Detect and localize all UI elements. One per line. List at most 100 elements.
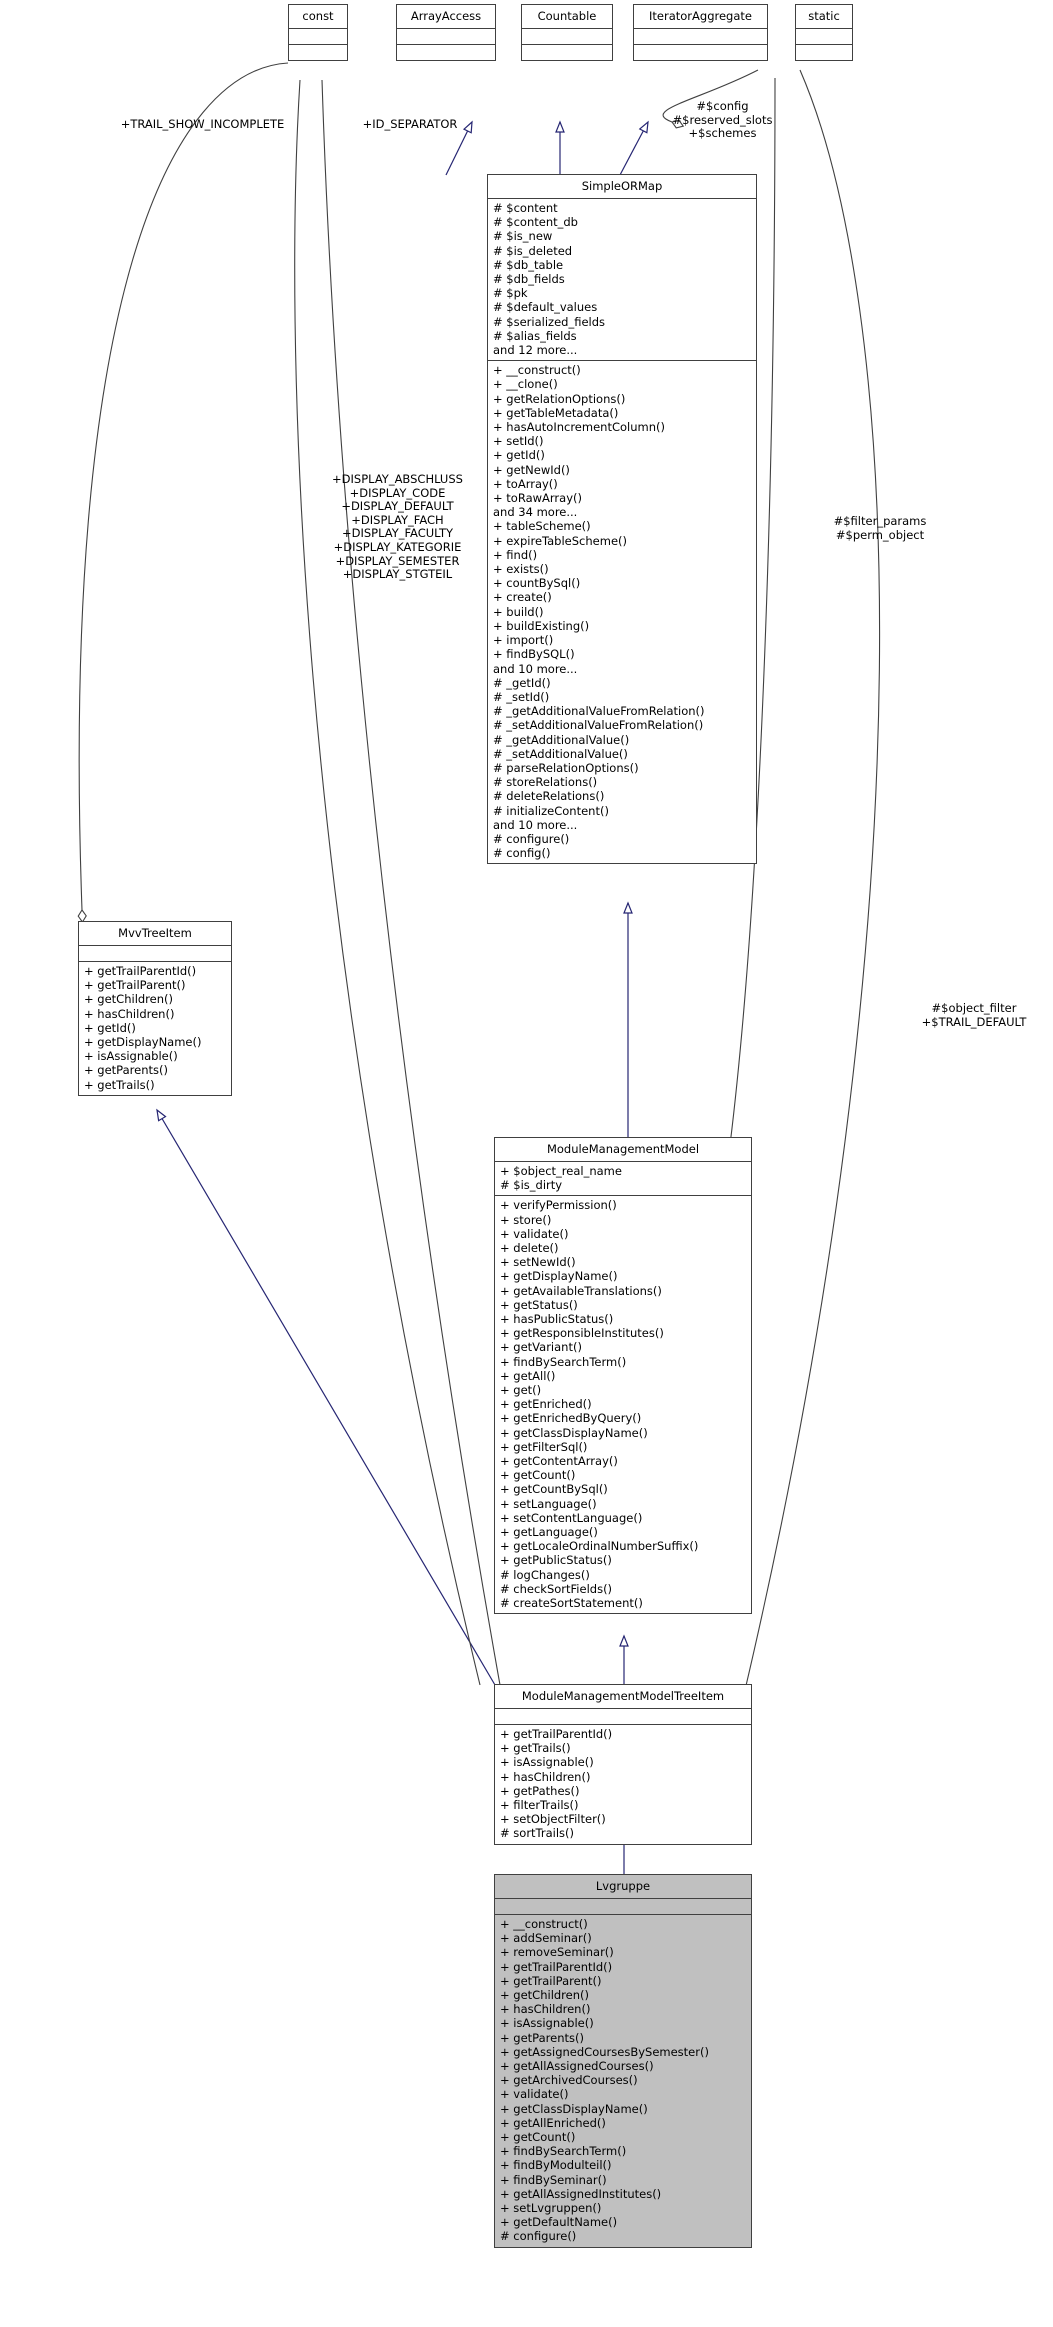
method-row: + getTrailParent() bbox=[500, 1973, 602, 1988]
method-row: + getTrails() bbox=[500, 1741, 571, 1756]
class-name-arrayaccess: ArrayAccess bbox=[397, 5, 495, 29]
method-row: + getId() bbox=[493, 448, 545, 463]
method-row: # _getId() bbox=[493, 675, 551, 690]
method-row: + findBySQL() bbox=[493, 647, 575, 662]
class-name-simpleormap: SimpleORMap bbox=[488, 175, 756, 199]
method-row: + setLanguage() bbox=[500, 1496, 597, 1511]
class-methods-iteratoraggregate bbox=[634, 45, 767, 60]
attribute-row-more: and 12 more... bbox=[493, 343, 578, 358]
method-row: + getTrailParentId() bbox=[500, 1959, 613, 1974]
method-row: + getChildren() bbox=[84, 992, 173, 1007]
method-row: + getParents() bbox=[84, 1063, 168, 1078]
method-row: + getCount() bbox=[500, 2130, 576, 2145]
class-name-modulemanagementmodeltreeitem: ModuleManagementModelTreeItem bbox=[495, 1685, 751, 1709]
method-row: + __construct() bbox=[500, 1917, 588, 1931]
method-row: + setObjectFilter() bbox=[500, 1812, 606, 1827]
method-row: # checkSortFields() bbox=[500, 1581, 613, 1596]
method-row: + store() bbox=[500, 1212, 552, 1227]
method-row: + getParents() bbox=[500, 2030, 584, 2045]
class-box-modulemanagementmodel[interactable]: ModuleManagementModel + $object_real_nam… bbox=[494, 1137, 752, 1615]
attribute-row: # $alias_fields bbox=[493, 328, 577, 343]
edge-label-object-filter: #$object_filter +$TRAIL_DEFAULT bbox=[921, 1001, 1027, 1029]
edge-label-display-constants: +DISPLAY_ABSCHLUSS +DISPLAY_CODE +DISPLA… bbox=[332, 472, 463, 582]
method-row: + getContentArray() bbox=[500, 1454, 618, 1469]
method-row: + exists() bbox=[493, 562, 549, 577]
method-row: # config() bbox=[493, 846, 551, 861]
method-row: + getAll() bbox=[500, 1368, 556, 1383]
class-attributes-simpleormap: # $content # $content_db # $is_new # $is… bbox=[488, 199, 756, 362]
class-name-iteratoraggregate: IteratorAggregate bbox=[634, 5, 767, 29]
class-box-simpleormap[interactable]: SimpleORMap # $content # $content_db # $… bbox=[487, 174, 757, 865]
method-row: # deleteRelations() bbox=[493, 789, 605, 804]
method-row: + tableScheme() bbox=[493, 519, 591, 534]
method-row: + getTrailParentId() bbox=[500, 1727, 613, 1741]
class-box-lvgruppe[interactable]: Lvgruppe + __construct() + addSeminar() … bbox=[494, 1874, 752, 2248]
class-box-arrayaccess[interactable]: ArrayAccess bbox=[396, 4, 496, 61]
class-methods-static bbox=[796, 45, 852, 60]
method-row: + getPublicStatus() bbox=[500, 1553, 612, 1568]
method-row: # _setAdditionalValueFromRelation() bbox=[493, 718, 704, 733]
method-row: + setNewId() bbox=[500, 1255, 576, 1270]
method-row: + getId() bbox=[84, 1020, 136, 1035]
method-row: # createSortStatement() bbox=[500, 1596, 643, 1611]
class-box-const[interactable]: const bbox=[288, 4, 348, 61]
method-row: + getTableMetadata() bbox=[493, 405, 619, 420]
method-row: # parseRelationOptions() bbox=[493, 760, 639, 775]
method-row-more: and 34 more... bbox=[493, 505, 578, 520]
class-methods-modulemanagementmodel: + verifyPermission() + store() + validat… bbox=[495, 1196, 751, 1613]
method-row: + toRawArray() bbox=[493, 491, 582, 506]
method-row: + getAllAssignedCourses() bbox=[500, 2059, 654, 2074]
method-row: + getDisplayName() bbox=[500, 1269, 618, 1284]
class-box-iteratoraggregate[interactable]: IteratorAggregate bbox=[633, 4, 768, 61]
attribute-row: + $object_real_name bbox=[500, 1164, 622, 1178]
method-row: + findByModulteil() bbox=[500, 2158, 612, 2173]
method-row: # _setId() bbox=[493, 689, 550, 704]
method-row: + findBySeminar() bbox=[500, 2172, 607, 2187]
method-row: + __clone() bbox=[493, 377, 558, 392]
method-row: + validate() bbox=[500, 1226, 569, 1241]
attribute-row: # $content bbox=[493, 201, 558, 215]
class-box-countable[interactable]: Countable bbox=[521, 4, 613, 61]
class-box-modulemanagementmodeltreeitem[interactable]: ModuleManagementModelTreeItem + getTrail… bbox=[494, 1684, 752, 1845]
edge-label-filter-params: #$filter_params #$perm_object bbox=[833, 514, 927, 542]
method-row: + getArchivedCourses() bbox=[500, 2073, 638, 2088]
method-row: + getNewId() bbox=[493, 462, 570, 477]
attribute-row: # $content_db bbox=[493, 215, 578, 230]
method-row: + getResponsibleInstitutes() bbox=[500, 1326, 664, 1341]
class-attributes-static bbox=[796, 29, 852, 45]
method-row: # logChanges() bbox=[500, 1567, 590, 1582]
method-row: + isAssignable() bbox=[500, 2016, 594, 2031]
method-row: + findBySearchTerm() bbox=[500, 2144, 627, 2159]
attribute-row: # $serialized_fields bbox=[493, 314, 606, 329]
method-row-more: and 10 more... bbox=[493, 817, 578, 832]
method-row: + isAssignable() bbox=[84, 1049, 178, 1064]
edge-label-trail-show-incomplete: +TRAIL_SHOW_INCOMPLETE bbox=[120, 117, 285, 131]
method-row: # configure() bbox=[493, 831, 570, 846]
method-row: + toArray() bbox=[493, 476, 558, 491]
method-row: + setContentLanguage() bbox=[500, 1510, 643, 1525]
class-name-static: static bbox=[796, 5, 852, 29]
method-row: + hasPublicStatus() bbox=[500, 1312, 614, 1327]
attribute-row: # $is_new bbox=[493, 229, 553, 244]
method-row: + hasAutoIncrementColumn() bbox=[493, 420, 665, 435]
method-row: + getClassDisplayName() bbox=[500, 2101, 648, 2116]
method-row: + addSeminar() bbox=[500, 1931, 592, 1946]
method-row: + hasChildren() bbox=[84, 1006, 175, 1021]
method-row: + getVariant() bbox=[500, 1340, 582, 1355]
class-box-static[interactable]: static bbox=[795, 4, 853, 61]
class-methods-simpleormap: + __construct() + __clone() + getRelatio… bbox=[488, 361, 756, 863]
class-methods-mvvtreeitem: + getTrailParentId() + getTrailParent() … bbox=[79, 962, 231, 1095]
method-row: + getAvailableTranslations() bbox=[500, 1283, 662, 1298]
method-row: + removeSeminar() bbox=[500, 1945, 614, 1960]
method-row: + filterTrails() bbox=[500, 1798, 579, 1813]
method-row: # storeRelations() bbox=[493, 775, 598, 790]
method-row: + verifyPermission() bbox=[500, 1198, 617, 1213]
attribute-row: # $is_dirty bbox=[500, 1178, 563, 1193]
method-row: # _setAdditionalValue() bbox=[493, 746, 628, 761]
method-row: + getClassDisplayName() bbox=[500, 1425, 648, 1440]
class-box-mvvtreeitem[interactable]: MvvTreeItem + getTrailParentId() + getTr… bbox=[78, 921, 232, 1096]
method-row: + get() bbox=[500, 1383, 542, 1398]
method-row: + setId() bbox=[493, 434, 544, 449]
method-row-more: and 10 more... bbox=[493, 661, 578, 676]
